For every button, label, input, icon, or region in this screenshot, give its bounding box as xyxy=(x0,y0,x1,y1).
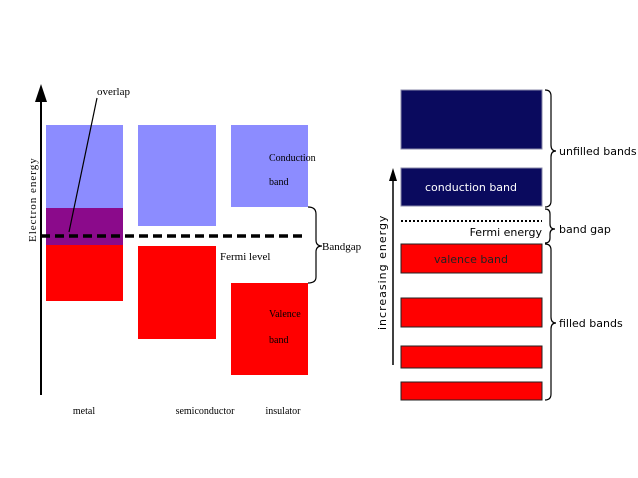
right-band-diagram: increasing energy conduction band Fermi … xyxy=(376,89,637,401)
category-label-metal: metal xyxy=(73,406,95,417)
filled-band-4 xyxy=(400,381,543,401)
valence-band-label-line1: Valence xyxy=(269,309,301,320)
fermi-level-label: Fermi level xyxy=(220,251,270,263)
category-label-semiconductor: semiconductor xyxy=(176,406,236,417)
left-y-axis-label: Electron energy xyxy=(27,157,39,242)
filled-band-2 xyxy=(400,297,543,328)
overlap-pointer-line xyxy=(68,97,98,233)
left-band-diagram: Electron energy overlap Conduction band … xyxy=(27,84,362,417)
overlap-label: overlap xyxy=(97,86,130,98)
conduction-band-label-line2: band xyxy=(269,177,288,188)
filled-bands-label: filled bands xyxy=(559,317,623,330)
valence-band-box xyxy=(400,243,543,274)
metal-conduction-band xyxy=(46,125,123,209)
bandgap-label: Bandgap xyxy=(322,241,362,253)
semiconductor-valence-band xyxy=(138,246,216,339)
bandgap-brace xyxy=(307,206,323,284)
unfilled-bands-label: unfilled bands xyxy=(559,145,637,158)
right-y-axis-arrowhead xyxy=(389,168,397,181)
semiconductor-conduction-band xyxy=(138,125,216,226)
unfilled-bands-brace xyxy=(544,89,557,208)
right-y-axis-label: increasing energy xyxy=(376,215,389,330)
conduction-band-label-line1: Conduction xyxy=(269,153,316,164)
conduction-band-box xyxy=(400,167,543,207)
filled-band-3 xyxy=(400,345,543,369)
metal-valence-band xyxy=(46,245,123,301)
valence-band-label-line2: band xyxy=(269,335,288,346)
category-label-insulator: insulator xyxy=(266,406,302,417)
valence-band-label: valence band xyxy=(434,253,508,266)
left-y-axis-arrowhead xyxy=(35,84,47,102)
band-gap-brace xyxy=(544,208,556,244)
conduction-band-label: conduction band xyxy=(425,181,517,194)
filled-bands-brace xyxy=(544,243,557,401)
fermi-energy-label: Fermi energy xyxy=(470,226,543,239)
unfilled-band-top xyxy=(400,89,543,150)
insulator-conduction-band xyxy=(231,125,308,207)
metal-overlap-region xyxy=(46,208,123,246)
insulator-valence-band xyxy=(231,283,308,375)
band-gap-label: band gap xyxy=(559,223,611,236)
